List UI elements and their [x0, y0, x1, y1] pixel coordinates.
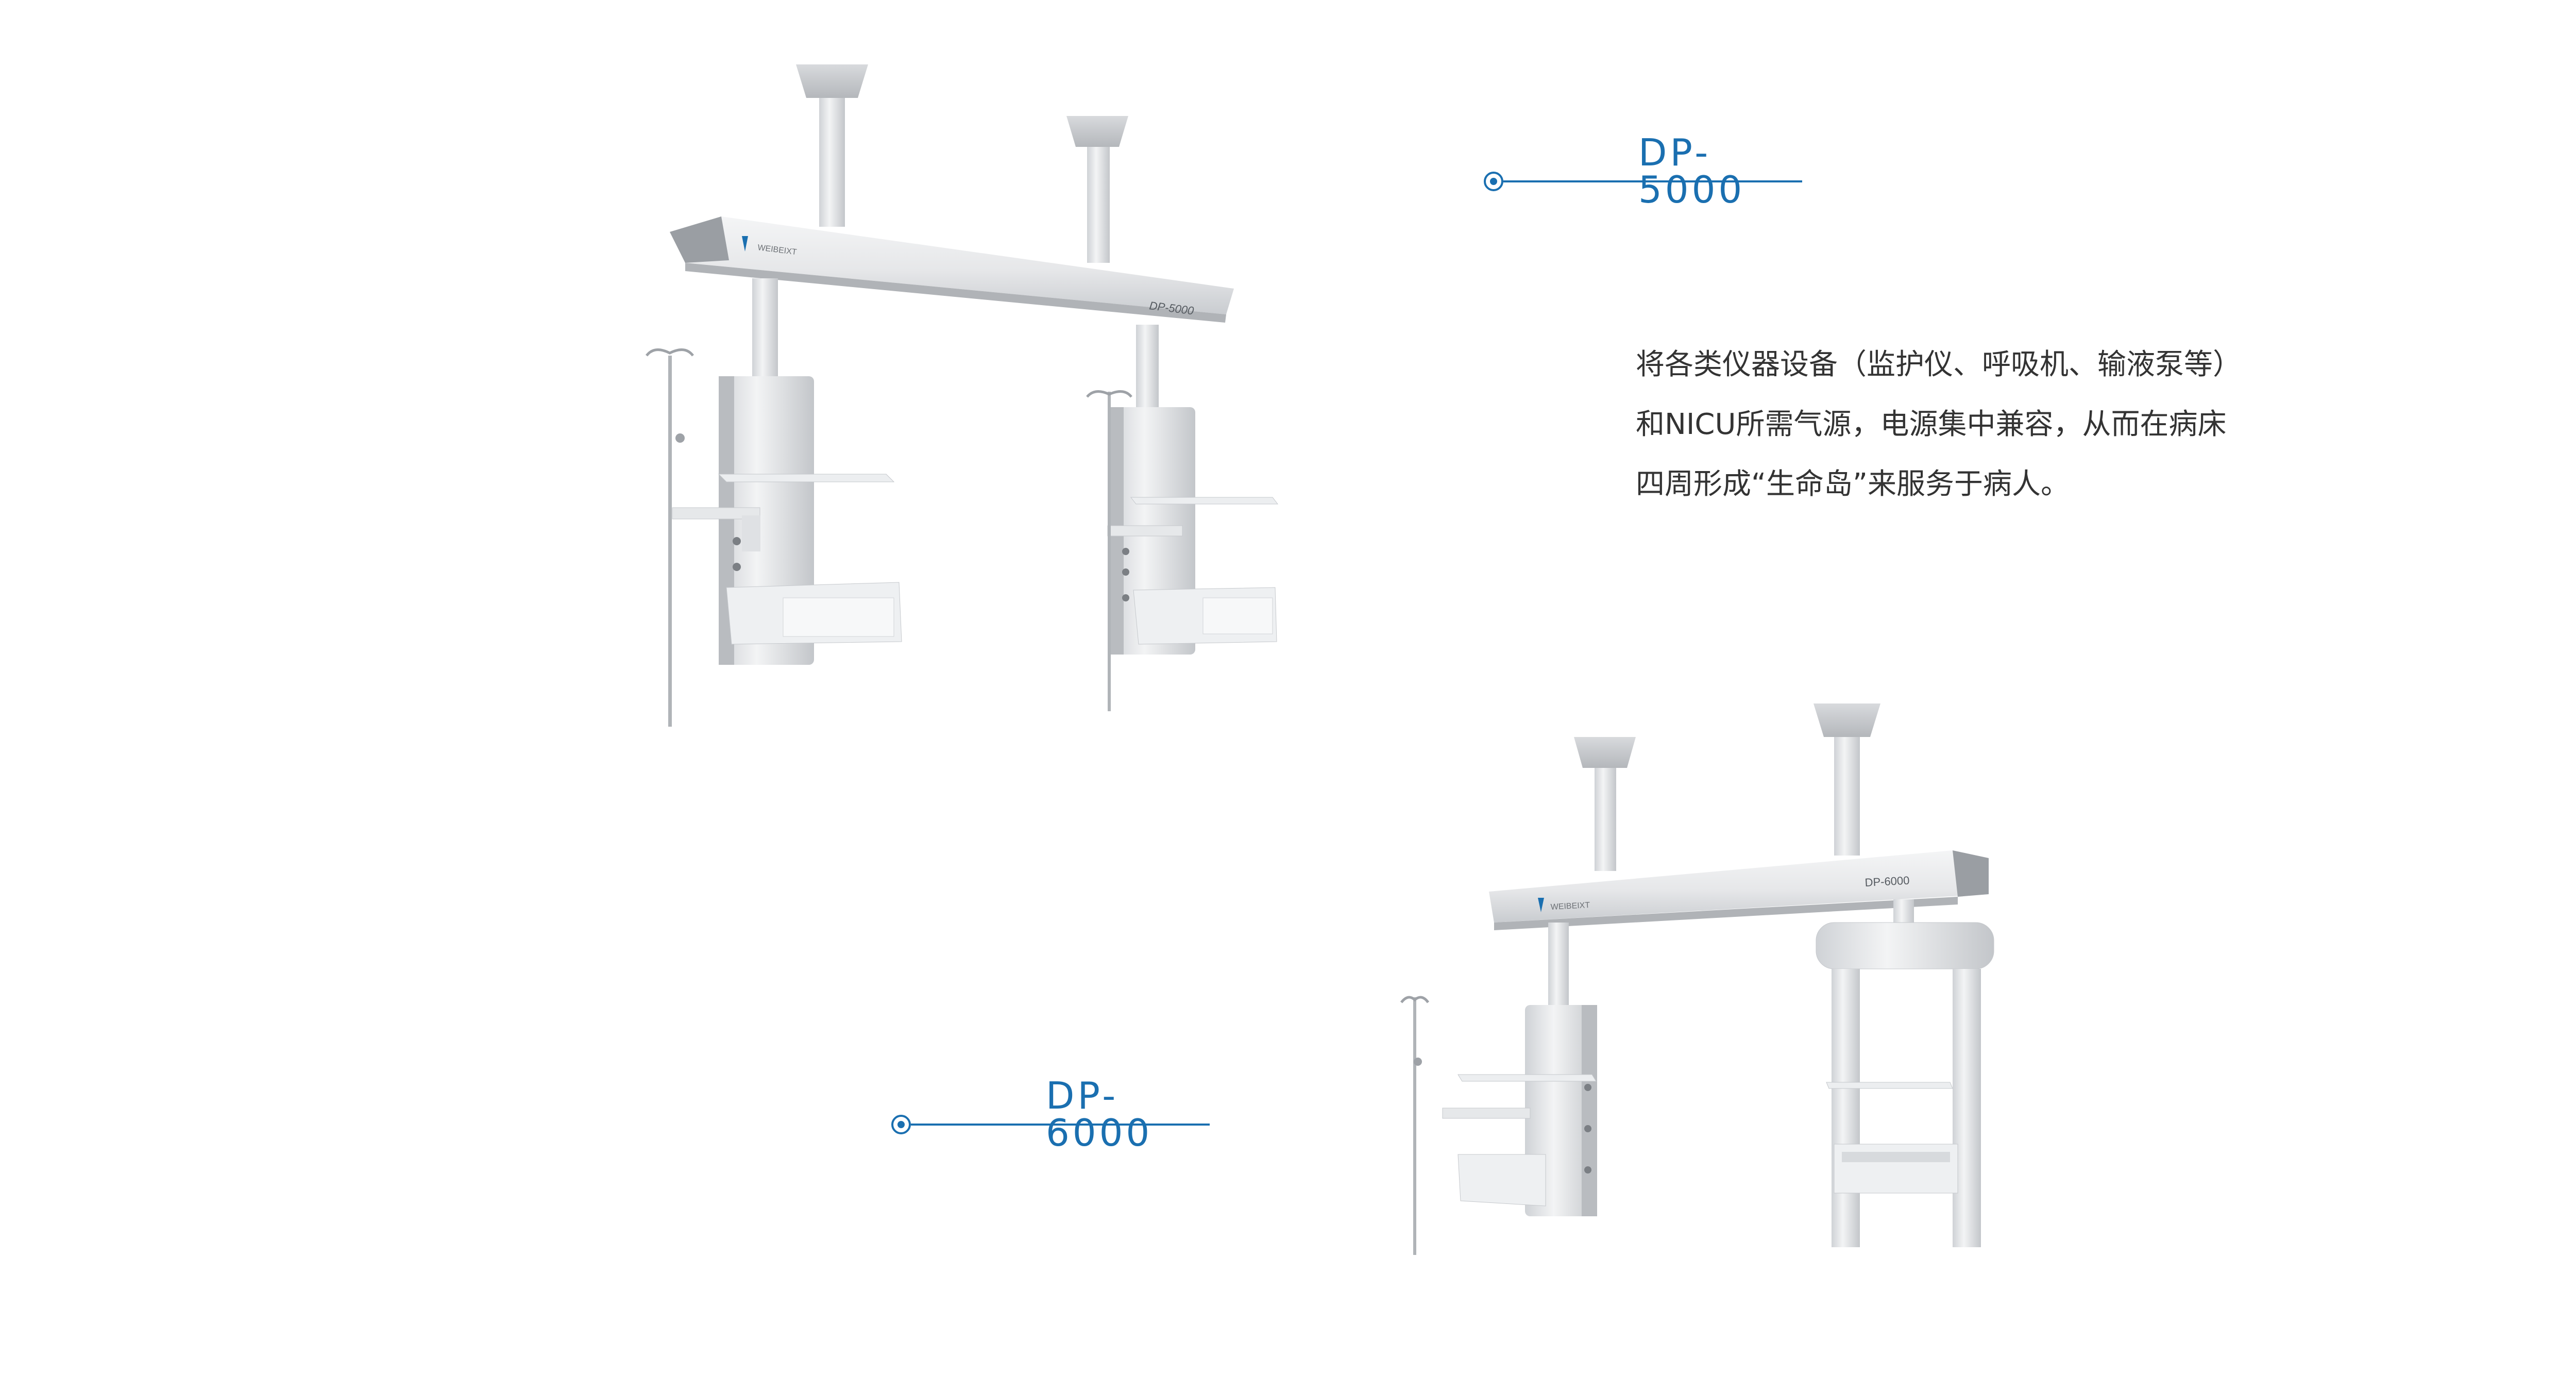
description-line-1: 将各类仪器设备（监护仪、呼吸机、输液泵等） — [1636, 348, 2242, 381]
dp5000-leader-line — [1503, 180, 1802, 182]
dp5000-model-title: DP-5000 — [1638, 131, 1745, 211]
dp6000-ceiling-mount-right — [1814, 703, 1880, 856]
dp6000-column-left — [1442, 923, 1597, 1216]
dp6000-beam-brand: WEIBEIXT — [1550, 901, 1590, 912]
dp5000-label-group: DP-5000 — [1484, 129, 1803, 208]
dp6000-model-title: DP-6000 — [1046, 1074, 1153, 1154]
dp6000-iv-pole — [1400, 996, 1430, 1255]
brand-logo-icon — [742, 236, 748, 252]
description-line-3: 四周形成“生命岛”来服务于病人。 — [1636, 467, 2070, 501]
product-description: 将各类仪器设备（监护仪、呼吸机、输液泵等） 和NICU所需气源，电源集中兼容，从… — [1636, 335, 2357, 514]
dp5000-column-right — [1107, 325, 1279, 655]
dp5000-ceiling-mount-left — [796, 64, 868, 227]
dp6000-marker-icon — [891, 1115, 911, 1134]
dp5000-main-beam — [670, 216, 1234, 323]
dp6000-ceiling-mount-left — [1574, 737, 1636, 871]
dp6000-leader-line — [911, 1124, 1210, 1126]
dp6000-beam-model-label: DP-6000 — [1865, 874, 1910, 889]
dp6000-bridge-frame — [1816, 899, 1994, 1247]
description-line-2: 和NICU所需气源，电源集中兼容，从而在病床 — [1636, 408, 2227, 441]
brand-logo-icon — [1538, 898, 1544, 912]
dp5000-iv-pole-left — [646, 348, 694, 727]
dp6000-label-group: DP-6000 — [891, 1072, 1211, 1151]
dp5000-marker-icon — [1484, 172, 1503, 191]
dp5000-column-left — [672, 278, 902, 665]
dp5000-ceiling-mount-right — [1066, 116, 1128, 263]
dp6000-main-beam — [1489, 850, 1989, 930]
dp5000-iv-pole-right — [1086, 390, 1132, 711]
